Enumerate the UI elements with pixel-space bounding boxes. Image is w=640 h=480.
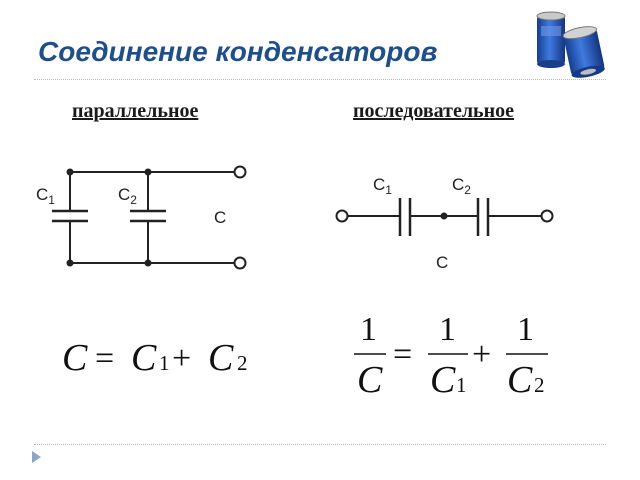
slide-title: Соединение конденсаторов: [38, 36, 438, 67]
series-node-middle: [440, 212, 448, 220]
parallel-formula-equals: =: [95, 340, 114, 377]
series-formula-term1-index: 1: [456, 373, 467, 397]
series-c1-label: C1: [373, 175, 392, 197]
parallel-formula-term2: C: [208, 337, 234, 379]
series-formula-lhs-numerator: 1: [360, 311, 377, 348]
title-divider: [34, 79, 606, 80]
parallel-terminal-top: [233, 165, 247, 179]
series-formula-equals: =: [393, 336, 412, 373]
series-formula-plus: +: [472, 336, 491, 373]
parallel-formula-lhs: C: [62, 337, 88, 379]
series-formula-term2-index: 2: [534, 373, 545, 397]
parallel-node-top-mid: [144, 168, 152, 176]
parallel-c2-label: C2: [118, 185, 137, 207]
parallel-c1-label: C1: [36, 185, 55, 207]
parallel-node-bottom-left: [66, 259, 74, 267]
parallel-total-label: C: [214, 208, 226, 227]
parallel-formula-term2-index: 2: [237, 351, 248, 375]
next-slide-arrow-icon[interactable]: [32, 451, 41, 463]
parallel-formula-term1-index: 1: [159, 351, 170, 375]
parallel-node-bottom-mid: [144, 259, 152, 267]
series-heading: последовательное: [353, 100, 515, 122]
series-terminal-right: [540, 209, 554, 223]
series-formula-term1-denominator: C: [430, 359, 456, 401]
series-formula-lhs-denominator: C: [357, 359, 383, 401]
series-formula-term2-numerator: 1: [517, 311, 534, 348]
series-terminal-left: [335, 209, 349, 223]
series-c2-label: C2: [452, 175, 471, 197]
parallel-formula-plus: +: [172, 340, 191, 377]
parallel-formula-term1: C: [131, 337, 157, 379]
parallel-heading: параллельное: [72, 100, 199, 122]
parallel-terminal-bottom: [233, 256, 247, 270]
parallel-node-top-left: [66, 168, 74, 176]
footer-divider: [34, 444, 606, 445]
series-total-label: C: [436, 253, 448, 272]
series-formula-term2-denominator: C: [507, 359, 533, 401]
series-formula-term1-numerator: 1: [439, 311, 456, 348]
